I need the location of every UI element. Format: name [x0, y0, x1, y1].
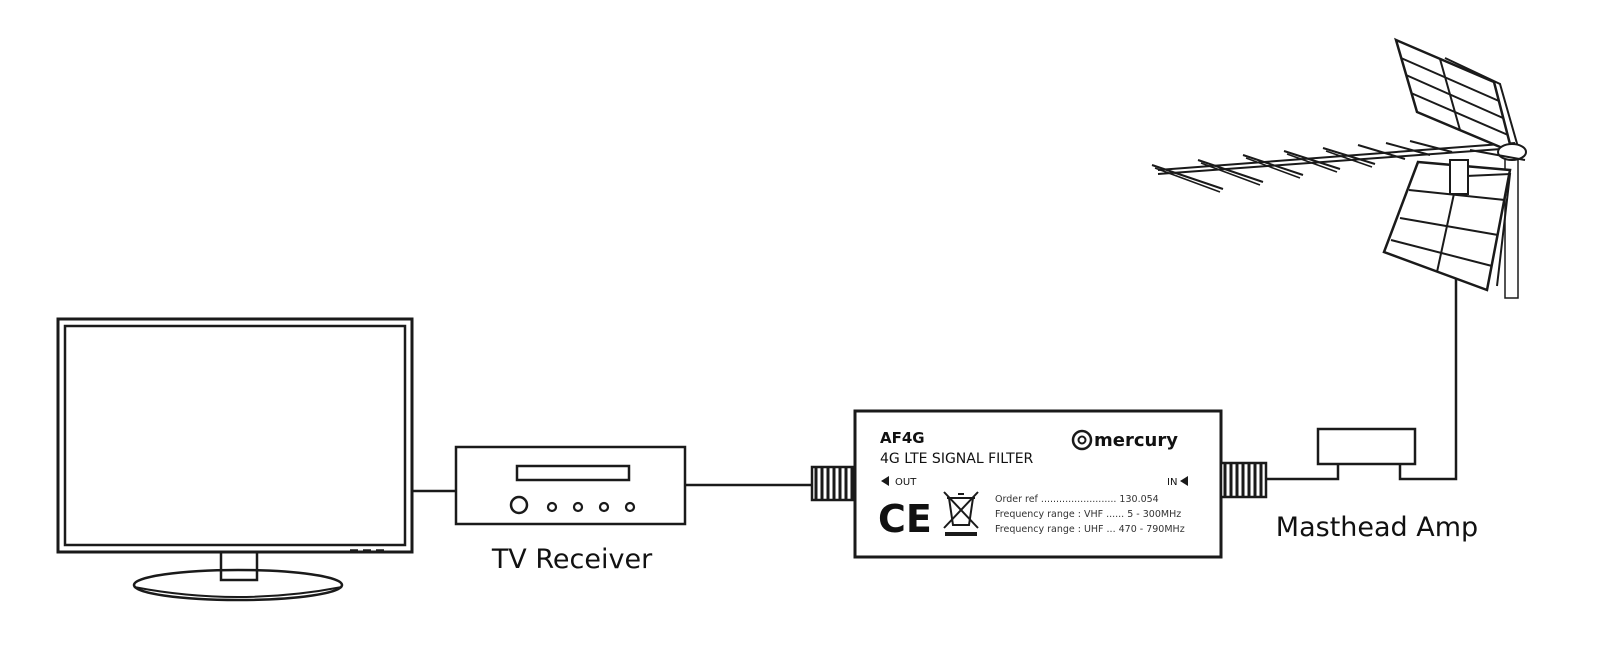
antenna [1151, 37, 1527, 299]
signal-filter: AF4G 4G LTE SIGNAL FILTER mercury OUT IN… [853, 409, 1223, 559]
television [56, 317, 414, 602]
receiver-body [454, 445, 687, 526]
receiver-display [515, 464, 631, 482]
tv-stand-base [132, 568, 344, 602]
cable-filter-amp [1266, 464, 1340, 481]
filter-out-connector [810, 465, 857, 502]
in-label: IN [1167, 477, 1177, 488]
tv-stand-neck [219, 550, 259, 582]
receiver-knob [509, 495, 529, 515]
in-arrow-icon [1180, 476, 1188, 486]
spec-vhf-range: Frequency range : VHF ...... 5 - 300MHz [995, 509, 1181, 520]
filter-model: AF4G [880, 429, 925, 447]
filter-body [853, 409, 1223, 559]
tv-receiver [454, 445, 687, 526]
spec-uhf-range: Frequency range : UHF ... 470 - 790MHz [995, 524, 1185, 535]
filter-in-connector [1219, 461, 1268, 499]
tv-receiver-label: TV Receiver [491, 544, 653, 575]
out-arrow-icon [881, 476, 889, 486]
masthead-amp [1316, 427, 1417, 466]
out-label: OUT [895, 477, 917, 488]
masthead-amp-label: Masthead Amp [1276, 512, 1478, 543]
cable-amp-antenna [1398, 240, 1458, 481]
mercury-logo: mercury [1071, 429, 1178, 451]
filter-name: 4G LTE SIGNAL FILTER [880, 451, 1034, 467]
tv-screen [63, 324, 407, 547]
mercury-logo-icon [1071, 429, 1093, 451]
ce-mark: CE [878, 497, 932, 541]
brand-name: mercury [1094, 430, 1178, 451]
tv-frame [56, 317, 414, 554]
spec-order-ref: Order ref ......................... 130.… [995, 494, 1159, 505]
weee-bin-icon [943, 491, 979, 536]
